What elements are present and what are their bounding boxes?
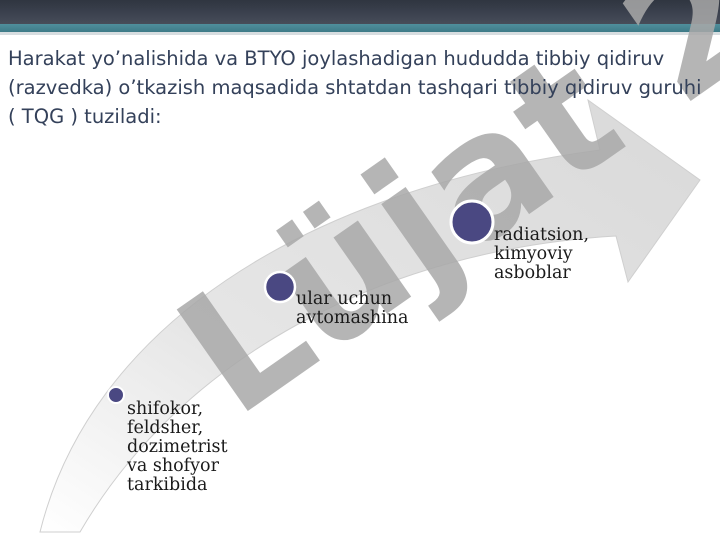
step-label-3-line: radiatsion, <box>494 225 590 245</box>
step-label-1-line: shifokor, <box>127 399 204 419</box>
slide-title: Harakat yo’nalishida va BTYO joylashadig… <box>8 47 702 128</box>
step-node-2 <box>263 270 297 304</box>
step-label-1-line: feldsher, <box>127 418 204 438</box>
step-label-1-line: dozimetrist <box>127 437 228 457</box>
step-label-1: shifokor, feldsher, dozimetrist va shofy… <box>127 400 228 495</box>
step-label-2-line: ular uchun <box>296 289 393 309</box>
top-bar <box>0 0 720 24</box>
step-label-3-line: asboblar <box>494 263 571 283</box>
top-bar-shadow <box>0 32 720 35</box>
step-label-2-line: avtomashina <box>296 308 409 328</box>
step-node-1 <box>107 386 125 404</box>
step-label-2: ular uchun avtomashina <box>296 290 408 328</box>
top-accent-bar <box>0 24 720 32</box>
step-label-3: radiatsion, kimyoviy asboblar <box>494 226 589 283</box>
curved-arrow <box>39 98 701 533</box>
step-label-1-line: tarkibida <box>127 475 208 495</box>
step-node-3 <box>449 199 495 245</box>
step-label-3-line: kimyoviy <box>494 244 573 264</box>
step-label-1-line: va shofyor <box>127 456 219 476</box>
